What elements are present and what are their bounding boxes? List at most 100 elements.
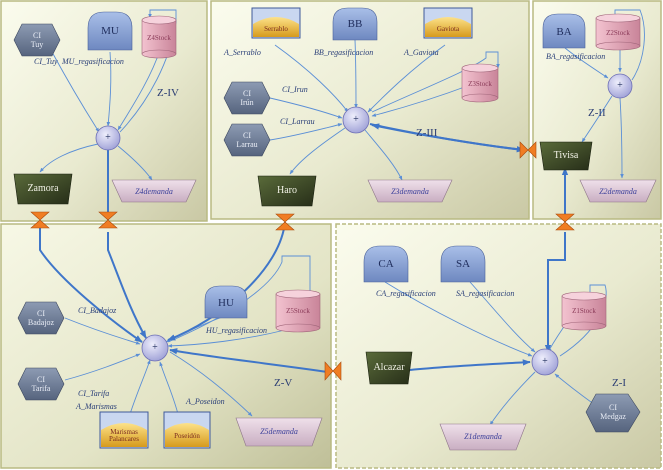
city-haro-label: Haro: [277, 185, 297, 196]
edge-tivisa-to-z1: [544, 232, 566, 353]
edge-a-serrablo: [274, 44, 349, 113]
demand-z5[interactable]: [235, 417, 323, 447]
city-zamora[interactable]: [13, 173, 73, 205]
edge-label-ci-irun: CI_Irun: [282, 85, 308, 94]
city-alcazar[interactable]: [365, 351, 413, 385]
regas-sa-label: SA: [455, 258, 471, 270]
edge-z4-to-zamora: [39, 143, 99, 173]
edge-z1-to-demand: [489, 371, 536, 426]
demand-z1-label: Z1demanda: [464, 432, 502, 441]
edge-z5-to-demand: [169, 351, 253, 417]
demand-z3[interactable]: [367, 179, 453, 203]
zone-label-z5: Z-V: [274, 377, 293, 389]
source-ci-badajoz[interactable]: [17, 301, 65, 335]
source-ci-larrau[interactable]: [223, 123, 271, 157]
edge-label-a-gaviota: A_Gaviota: [404, 48, 439, 57]
stock-z5[interactable]: [275, 289, 321, 333]
city-haro[interactable]: [257, 175, 317, 207]
stock-z3[interactable]: [461, 63, 499, 103]
valve-alcazar[interactable]: [324, 361, 342, 381]
edge-z5-stock-in: [167, 255, 312, 343]
source-ci-medgaz[interactable]: [585, 393, 641, 433]
demand-z1[interactable]: [439, 423, 527, 451]
stock-z4[interactable]: [141, 15, 177, 59]
edge-alcazar-to-z1: [409, 359, 531, 371]
hub-z2[interactable]: [607, 73, 633, 99]
source-ci-tuy[interactable]: [13, 23, 61, 57]
edge-a-poseidon: [159, 361, 179, 415]
edge-label-hu-regas: HU_regasificacion: [206, 326, 268, 335]
regas-hu-label: HU: [218, 297, 234, 309]
storage-marismas[interactable]: [99, 411, 149, 449]
regas-ca-label: CA: [378, 258, 394, 270]
demand-z2[interactable]: [579, 179, 657, 203]
edge-ci-tuy: [51, 51, 100, 133]
edge-z2-stock-in: [613, 9, 645, 81]
source-ci-tarifa[interactable]: [17, 367, 65, 401]
demand-z4[interactable]: [111, 179, 197, 203]
hub-z1[interactable]: [531, 348, 559, 376]
source-ci-irun[interactable]: [223, 81, 271, 115]
edge-mu-regas: [106, 51, 112, 127]
edge-alcazar-to-z5: [169, 348, 329, 373]
hub-z5-symbol: +: [152, 342, 158, 353]
edge-z5-stock-out: [167, 329, 286, 348]
stock-z4-label: Z4Stock: [147, 34, 171, 42]
source-ci-badajoz-label: CI Badajoz: [27, 309, 55, 328]
demand-z2-label: Z2demanda: [599, 187, 637, 196]
regas-mu-label: MU: [101, 25, 119, 37]
regas-hu[interactable]: [204, 285, 248, 319]
edge-z3-stock-out: [371, 84, 471, 117]
hub-z4-symbol: +: [105, 132, 111, 143]
storage-serrablo[interactable]: [251, 7, 301, 39]
storage-poseidon-label: Poseidón: [174, 432, 200, 440]
source-ci-tuy-label: CI Tuy: [30, 31, 44, 50]
stock-z1[interactable]: [561, 291, 607, 331]
valve-zamora[interactable]: [30, 211, 50, 229]
regas-ba[interactable]: [542, 13, 586, 49]
valve-haro[interactable]: [275, 213, 295, 231]
storage-poseidon[interactable]: [163, 411, 211, 449]
stock-z3-label: Z3Stock: [468, 80, 492, 88]
storage-gaviota[interactable]: [423, 7, 473, 39]
edge-a-marismas: [129, 359, 151, 415]
zone-label-z2: Z-II: [588, 107, 606, 119]
edge-z4-to-demand: [117, 145, 153, 181]
edge-z3-to-demand: [364, 129, 403, 181]
zone-label-z3: Z-III: [416, 127, 438, 139]
stock-z1-label: Z1Stock: [572, 307, 596, 315]
edge-ci-tarifa: [64, 353, 141, 381]
edge-z3-to-haro: [289, 127, 346, 175]
regas-ca[interactable]: [363, 245, 409, 283]
regas-ba-label: BA: [556, 26, 572, 38]
edge-label-a-poseidon: A_Poseidon: [186, 397, 225, 406]
source-ci-medgaz-label: CI Medgaz: [600, 403, 626, 422]
regas-bb-label: BB: [347, 18, 363, 30]
hub-z2-symbol: +: [617, 80, 623, 91]
valve-z4-z5[interactable]: [98, 211, 118, 229]
edge-label-a-serrablo: A_Serrablo: [224, 48, 261, 57]
zone-label-z4: Z-IV: [157, 87, 179, 99]
hub-z5[interactable]: [141, 334, 169, 362]
edge-label-bb-regas: BB_regasificacion: [314, 48, 374, 57]
regas-bb[interactable]: [332, 7, 378, 41]
hub-z3[interactable]: [342, 106, 370, 134]
regas-mu[interactable]: [87, 11, 133, 51]
valve-tivisa-z1[interactable]: [555, 213, 575, 231]
hub-z3-symbol: +: [353, 114, 359, 125]
hub-z1-symbol: +: [542, 356, 548, 367]
edge-z3-stock-in: [371, 51, 500, 113]
stock-z2[interactable]: [595, 13, 641, 51]
edge-label-ci-larrau: CI_Larrau: [280, 117, 315, 126]
city-tivisa[interactable]: [539, 141, 593, 171]
hub-z4[interactable]: [95, 125, 121, 151]
regas-sa[interactable]: [440, 245, 486, 283]
demand-z5-label: Z5demanda: [260, 427, 298, 436]
valve-tivisa-z3[interactable]: [519, 141, 537, 159]
stock-z2-label: Z2Stock: [606, 29, 630, 37]
edge-ba-regas: [564, 47, 609, 79]
edge-label-ci-badajoz: CI_Badajoz: [78, 306, 117, 315]
edge-z2-to-tivisa: [581, 95, 613, 143]
edge-label-ba-regas: BA_regasificacion: [546, 52, 606, 61]
edge-label-ca-regas: CA_regasificacion: [376, 289, 436, 298]
